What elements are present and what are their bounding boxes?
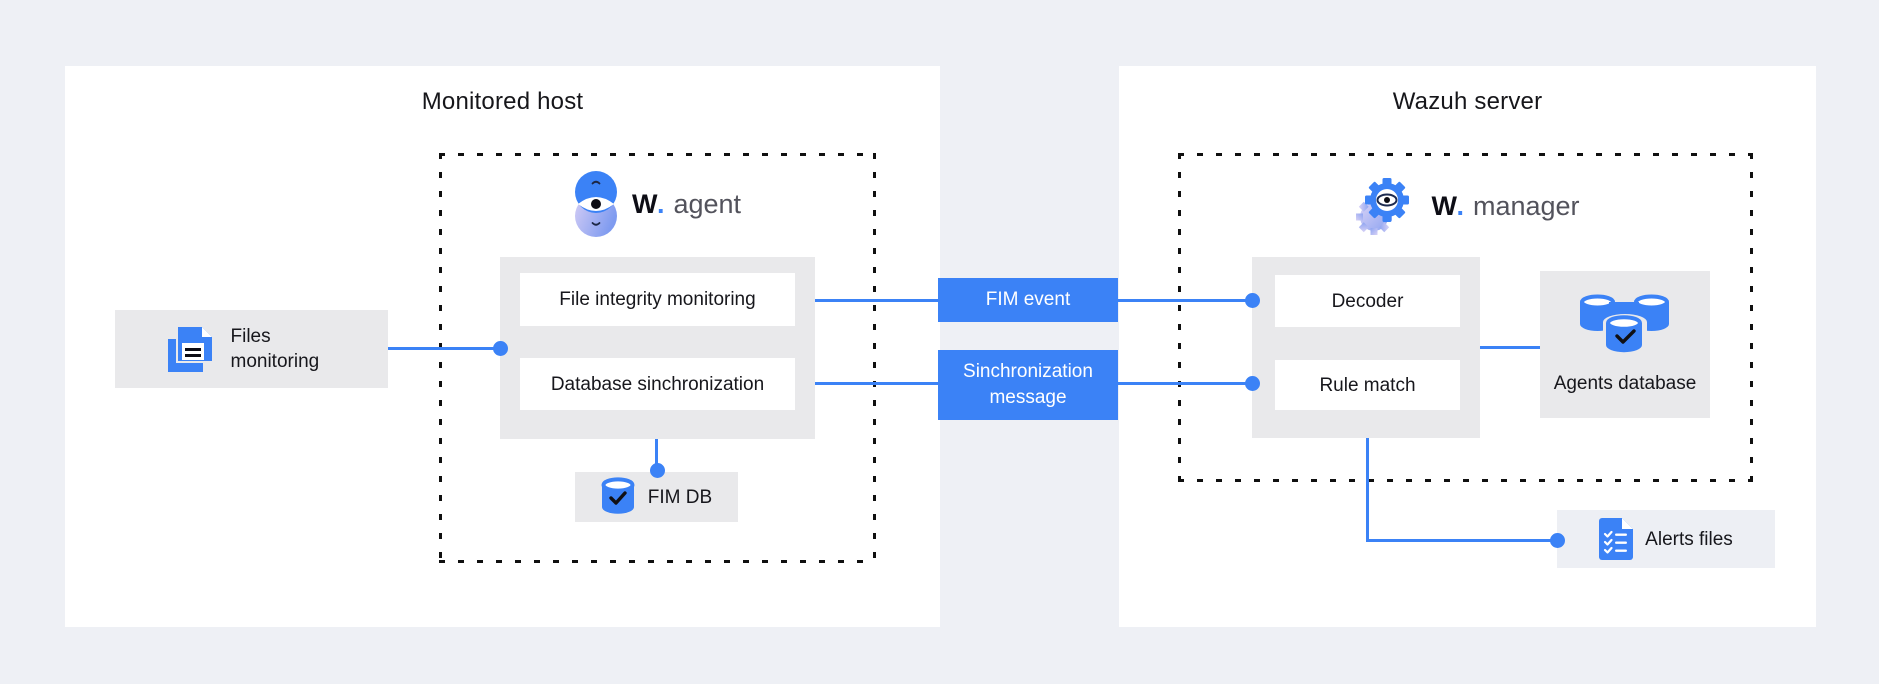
- rule-match-label: Rule match: [1319, 374, 1416, 396]
- connection-node-decoder: [1244, 292, 1260, 308]
- connection-node-agent-input: [492, 340, 508, 356]
- connector-sync-right: [1118, 382, 1252, 385]
- database-sinchronization-module: Database sinchronization: [520, 358, 795, 410]
- wazuh-agent-icon: [574, 171, 617, 237]
- connector-alerts-horizontal: [1366, 539, 1557, 542]
- wazuh-agent-wordmark: W.agent: [631, 188, 742, 219]
- connector-fim-right: [1118, 299, 1252, 302]
- wazuh-manager-icon: [1356, 178, 1410, 235]
- wazuh-agent-logo: W.agent: [439, 168, 876, 240]
- agents-database-node: Agents database: [1540, 271, 1710, 418]
- wazuh-manager-logo: W.manager: [1178, 172, 1753, 240]
- connector-fimdb: [655, 439, 658, 470]
- connector-sync-left: [815, 382, 938, 385]
- alerts-files-label: Alerts files: [1645, 528, 1733, 550]
- files-monitoring-node: Files monitoring: [115, 310, 388, 388]
- fim-event-message: FIM event: [938, 278, 1118, 322]
- agents-database-icon: [1580, 294, 1669, 355]
- files-monitoring-icon: [167, 326, 214, 372]
- rule-match-module: Rule match: [1275, 360, 1460, 410]
- fim-db-label: FIM DB: [647, 486, 713, 508]
- connector-agents-db: [1480, 346, 1540, 349]
- alerts-files-node: Alerts files: [1557, 510, 1775, 568]
- connector-files-to-agent: [388, 347, 500, 350]
- alerts-files-icon: [1599, 518, 1634, 560]
- sync-message: Sinchronization message: [938, 350, 1118, 420]
- fim-db-icon: [601, 477, 635, 514]
- monitored-host-title: Monitored host: [421, 88, 584, 115]
- decoder-module: Decoder: [1275, 275, 1460, 327]
- files-monitoring-label: Files monitoring: [230, 326, 320, 372]
- decoder-label: Decoder: [1331, 290, 1404, 312]
- agents-database-label: Agents database: [1553, 372, 1697, 394]
- connector-fim-left: [815, 299, 938, 302]
- fim-event-label: FIM event: [985, 289, 1071, 310]
- wazuh-server-title: Wazuh server: [1392, 88, 1543, 115]
- connection-node-alerts: [1549, 532, 1565, 548]
- connection-node-fimdb: [649, 462, 665, 478]
- sync-message-label: Sinchronization message: [963, 361, 1093, 408]
- database-sinchronization-label: Database sinchronization: [550, 373, 765, 395]
- wazuh-manager-wordmark: W.manager: [1431, 190, 1580, 221]
- connection-node-rule-match: [1244, 375, 1260, 391]
- file-integrity-monitoring-label: File integrity monitoring: [559, 289, 756, 310]
- fim-db-node: FIM DB: [575, 472, 738, 522]
- connector-alerts-vertical: [1366, 438, 1369, 542]
- file-integrity-monitoring-module: File integrity monitoring: [520, 273, 795, 326]
